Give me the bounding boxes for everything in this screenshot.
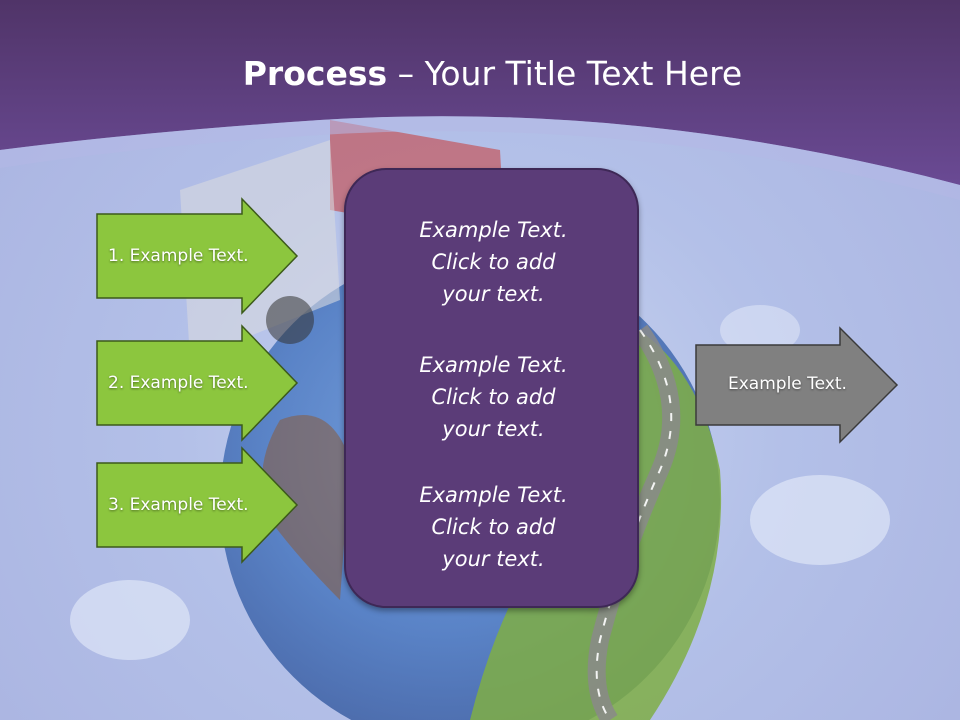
arrow-1[interactable] [96, 197, 299, 315]
right-arrow-label: Example Text. [728, 374, 847, 394]
page-title: Process – Your Title Text Here [0, 52, 960, 96]
cloud [70, 580, 190, 660]
title-rest: – Your Title Text Here [387, 54, 743, 93]
arrow-2-label: 2. Example Text. [108, 373, 249, 393]
truck-wheel [266, 296, 314, 344]
cloud [750, 475, 890, 565]
arrow-3[interactable] [96, 446, 299, 564]
arrow-3-label: 3. Example Text. [108, 495, 249, 515]
center-text-box[interactable]: Example Text. Click to add your text. Ex… [344, 168, 639, 608]
header-band [0, 0, 960, 185]
title-bold: Process [242, 54, 388, 93]
arrow-1-label: 1. Example Text. [108, 246, 249, 266]
arrow-2[interactable] [96, 324, 299, 442]
center-text-2: Example Text. Click to add your text. [419, 353, 568, 441]
header-highlight [0, 116, 960, 200]
center-text-3: Example Text. Click to add your text. [419, 483, 568, 571]
cloud [720, 305, 800, 355]
right-arrow[interactable] [695, 326, 899, 444]
center-text-1: Example Text. Click to add your text. [419, 218, 568, 306]
brown-land [262, 415, 350, 600]
